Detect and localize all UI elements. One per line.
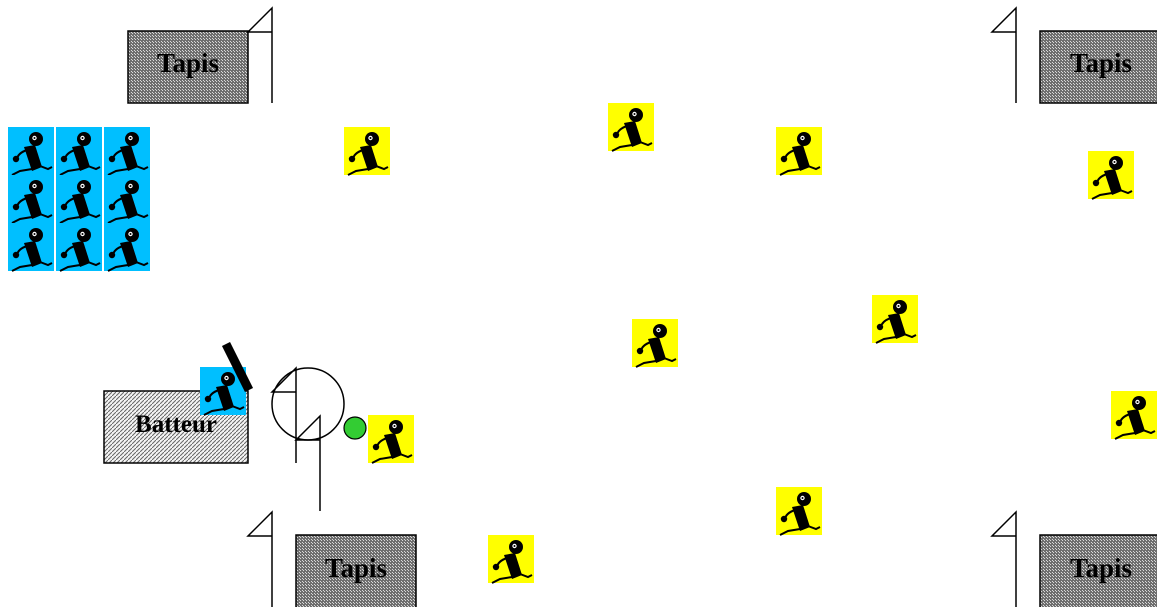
ball-icon [343, 416, 367, 440]
running-player-icon [104, 175, 150, 224]
running-player-icon [8, 127, 54, 176]
mat-top-left: Tapis [127, 30, 249, 104]
flag-icon [246, 510, 273, 607]
mat-label: Tapis [1070, 553, 1132, 583]
running-player-icon [872, 295, 918, 344]
fielding-team [344, 103, 1157, 584]
running-player-icon [344, 127, 390, 176]
running-player-icon [104, 127, 150, 176]
flag-icon [990, 510, 1017, 607]
running-player-icon [776, 487, 822, 536]
running-player-icon [8, 175, 54, 224]
base-marker-icon [270, 366, 345, 511]
mat-label: Tapis [157, 48, 219, 78]
batting-team-bench [8, 127, 150, 272]
bat-icon [221, 341, 254, 393]
running-player-icon [608, 103, 654, 152]
running-player-icon [56, 127, 102, 176]
mat-top-right: Tapis [1039, 30, 1157, 104]
running-player-icon [1111, 391, 1157, 440]
running-player-icon [776, 127, 822, 176]
mat-bottom-left: Tapis [295, 534, 417, 607]
running-player-icon [488, 535, 534, 584]
mat-label: Tapis [1070, 48, 1132, 78]
running-player-icon [368, 415, 414, 464]
batter-label: Batteur [135, 411, 217, 438]
batter-player [200, 341, 254, 416]
running-player-icon [1088, 151, 1134, 200]
running-player-icon [8, 223, 54, 272]
running-player-icon [56, 223, 102, 272]
running-player-icon [632, 319, 678, 368]
flag-icon [246, 6, 273, 103]
running-player-icon [104, 223, 150, 272]
flag-icon [990, 6, 1017, 103]
running-player-icon [56, 175, 102, 224]
mat-label: Tapis [325, 553, 387, 583]
mat-bottom-right: Tapis [1039, 534, 1157, 607]
